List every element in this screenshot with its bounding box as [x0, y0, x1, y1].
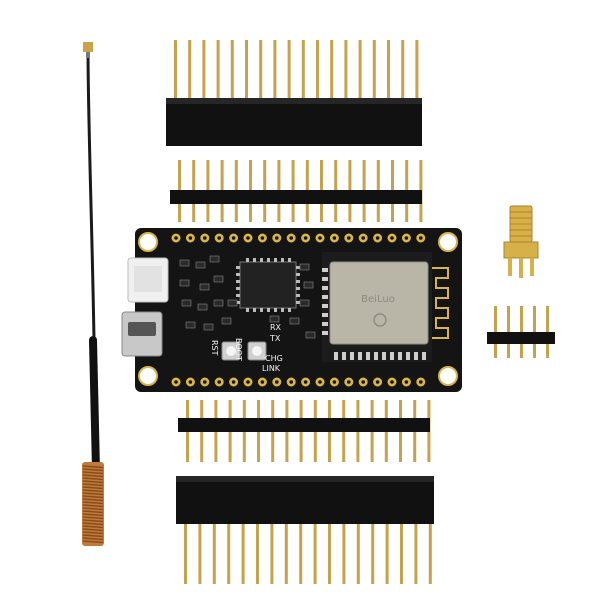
spring-antenna-icon — [82, 462, 104, 546]
label-rx: RX — [270, 323, 282, 332]
ufl-connector-icon — [83, 42, 93, 52]
mount-hole-icon — [438, 366, 458, 386]
mount-hole-icon — [138, 232, 158, 252]
male-header-top — [170, 160, 423, 222]
pcb-antenna-icon — [432, 267, 449, 339]
rst-button — [221, 341, 241, 361]
small-male-header — [487, 306, 555, 358]
ic-chip-icon — [236, 258, 300, 312]
mount-hole-icon — [138, 366, 158, 386]
battery-connector-icon — [127, 257, 169, 303]
mount-hole-icon — [438, 232, 458, 252]
module-marking: BeiLuo — [361, 294, 395, 305]
male-header-bottom — [178, 400, 431, 462]
label-boot: BOOT — [234, 338, 243, 361]
micro-usb-port-icon — [121, 311, 163, 357]
long-female-header-bottom — [176, 476, 434, 584]
boot-button — [247, 341, 267, 361]
label-rst: RST — [210, 340, 219, 356]
sma-connector — [503, 205, 539, 278]
label-tx: TX — [269, 334, 281, 343]
long-female-header — [166, 40, 422, 146]
label-link: LINK — [262, 364, 281, 373]
label-chg: CHG — [265, 354, 283, 363]
dev-board: BeiLuo RX TX CHG LINK RST BOOT — [121, 228, 462, 392]
antenna-cable — [82, 42, 104, 546]
wifi-module-icon: BeiLuo — [322, 252, 449, 362]
